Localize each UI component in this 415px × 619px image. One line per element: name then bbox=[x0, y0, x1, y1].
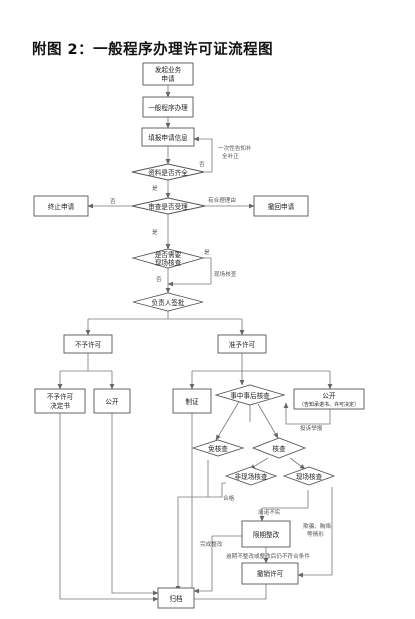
node-deny: 不予许可 bbox=[63, 334, 113, 354]
label-yes-b: 是 bbox=[152, 229, 158, 236]
node-general: 一般程序办理 bbox=[142, 96, 194, 118]
node-deny-decision-text-1: 不予许可 bbox=[47, 392, 74, 401]
node-apply-text-1: 发起业务 bbox=[155, 65, 182, 74]
node-rectify-text: 限期整改 bbox=[253, 530, 280, 539]
node-archive-text: 归档 bbox=[169, 594, 183, 603]
page-title: 附图 2：一般程序办理许可证流程图 bbox=[32, 42, 274, 58]
node-publish-left-text: 公开 bbox=[105, 398, 119, 406]
node-deny-text: 不予许可 bbox=[75, 340, 102, 349]
node-make-cert: 制证 bbox=[172, 388, 212, 414]
node-terminate: 终止申请 bbox=[33, 195, 89, 217]
label-justified: 有合理理由 bbox=[208, 196, 236, 204]
node-post-check: 事中事后核查 bbox=[214, 384, 286, 406]
node-apply: 发起业务 申请 bbox=[142, 62, 194, 86]
label-fraud-2: 等情形 bbox=[307, 530, 324, 538]
label-yes-c: 是 bbox=[204, 249, 210, 256]
label-report: 投诉举报 bbox=[300, 424, 323, 432]
node-need-check-text-1: 是否需要 bbox=[155, 251, 182, 259]
node-leader: 负责人签批 bbox=[132, 292, 204, 312]
node-publish-right-note: （告知承诺书、许可决定） bbox=[299, 401, 359, 408]
node-site: 现场核查 bbox=[282, 466, 336, 486]
label-no-a: 否 bbox=[199, 161, 205, 168]
node-check: 核查 bbox=[251, 437, 307, 459]
node-withdraw-text: 撤回申请 bbox=[268, 202, 295, 211]
node-need-check: 是否需要 现场核查 bbox=[131, 248, 205, 269]
node-deny-decision-text-2: 决定书 bbox=[50, 401, 70, 410]
node-site-text: 现场核查 bbox=[296, 472, 323, 481]
node-archive: 归档 bbox=[157, 587, 195, 609]
node-no-check: 免核查 bbox=[191, 439, 245, 457]
node-deny-decision: 不予许可 决定书 bbox=[34, 388, 86, 414]
node-general-text: 一般程序办理 bbox=[148, 103, 188, 112]
node-no-check-text: 免核查 bbox=[208, 444, 228, 453]
node-rectify: 限期整改 bbox=[241, 520, 291, 548]
label-yes-a: 是 bbox=[152, 185, 158, 192]
label-done-rectify: 完成整改 bbox=[200, 540, 223, 548]
node-complete-text: 资料是否齐全 bbox=[148, 168, 188, 177]
node-leader-text: 负责人签批 bbox=[152, 298, 185, 307]
label-site-check: 现场核查 bbox=[214, 270, 237, 278]
node-complete: 资料是否齐全 bbox=[131, 163, 205, 181]
node-revoke-text: 撤销许可 bbox=[257, 569, 284, 578]
node-grant: 准予许可 bbox=[217, 334, 267, 354]
edge-labels: 一次性告知补 全补正 否 是 否 有合理理由 是 是 否 现场核查 投诉举报 合… bbox=[110, 144, 331, 560]
node-publish-right: 公开 （告知承诺书、许可决定） bbox=[293, 388, 365, 410]
node-revoke: 撤销许可 bbox=[241, 562, 299, 585]
label-fraud-1: 欺骗、贿赂 bbox=[303, 522, 331, 530]
label-no-b: 否 bbox=[110, 198, 116, 205]
edges bbox=[57, 85, 333, 602]
label-notify-2: 全补正 bbox=[222, 152, 239, 160]
node-fill-text: 填报申请信息 bbox=[148, 133, 188, 142]
node-terminate-text: 终止申请 bbox=[48, 202, 75, 211]
label-fail-rectify: 逾期不整改或整改后仍不符合条件 bbox=[226, 552, 310, 560]
node-grant-text: 准予许可 bbox=[229, 340, 256, 349]
node-make-cert-text: 制证 bbox=[185, 397, 199, 406]
label-no-c: 否 bbox=[156, 276, 162, 283]
node-review-text: 审查是否受理 bbox=[148, 202, 188, 211]
node-check-text: 核查 bbox=[272, 444, 286, 453]
node-fill: 填报申请信息 bbox=[141, 127, 195, 147]
node-publish-left: 公开 bbox=[93, 388, 131, 414]
node-post-check-text: 事中事后核查 bbox=[230, 391, 270, 400]
node-withdraw: 撤回申请 bbox=[253, 195, 309, 217]
label-false-promise: 承诺不实 bbox=[258, 508, 281, 516]
node-non-site: 非现场核查 bbox=[224, 466, 278, 486]
label-qualified: 合格 bbox=[223, 494, 235, 502]
node-review: 审查是否受理 bbox=[131, 197, 206, 215]
node-need-check-text-2: 现场核查 bbox=[155, 258, 182, 267]
node-publish-right-text: 公开 bbox=[322, 392, 336, 400]
label-notify-1: 一次性告知补 bbox=[218, 144, 252, 152]
node-non-site-text: 非现场核查 bbox=[235, 472, 268, 481]
node-apply-text-2: 申请 bbox=[161, 74, 175, 83]
